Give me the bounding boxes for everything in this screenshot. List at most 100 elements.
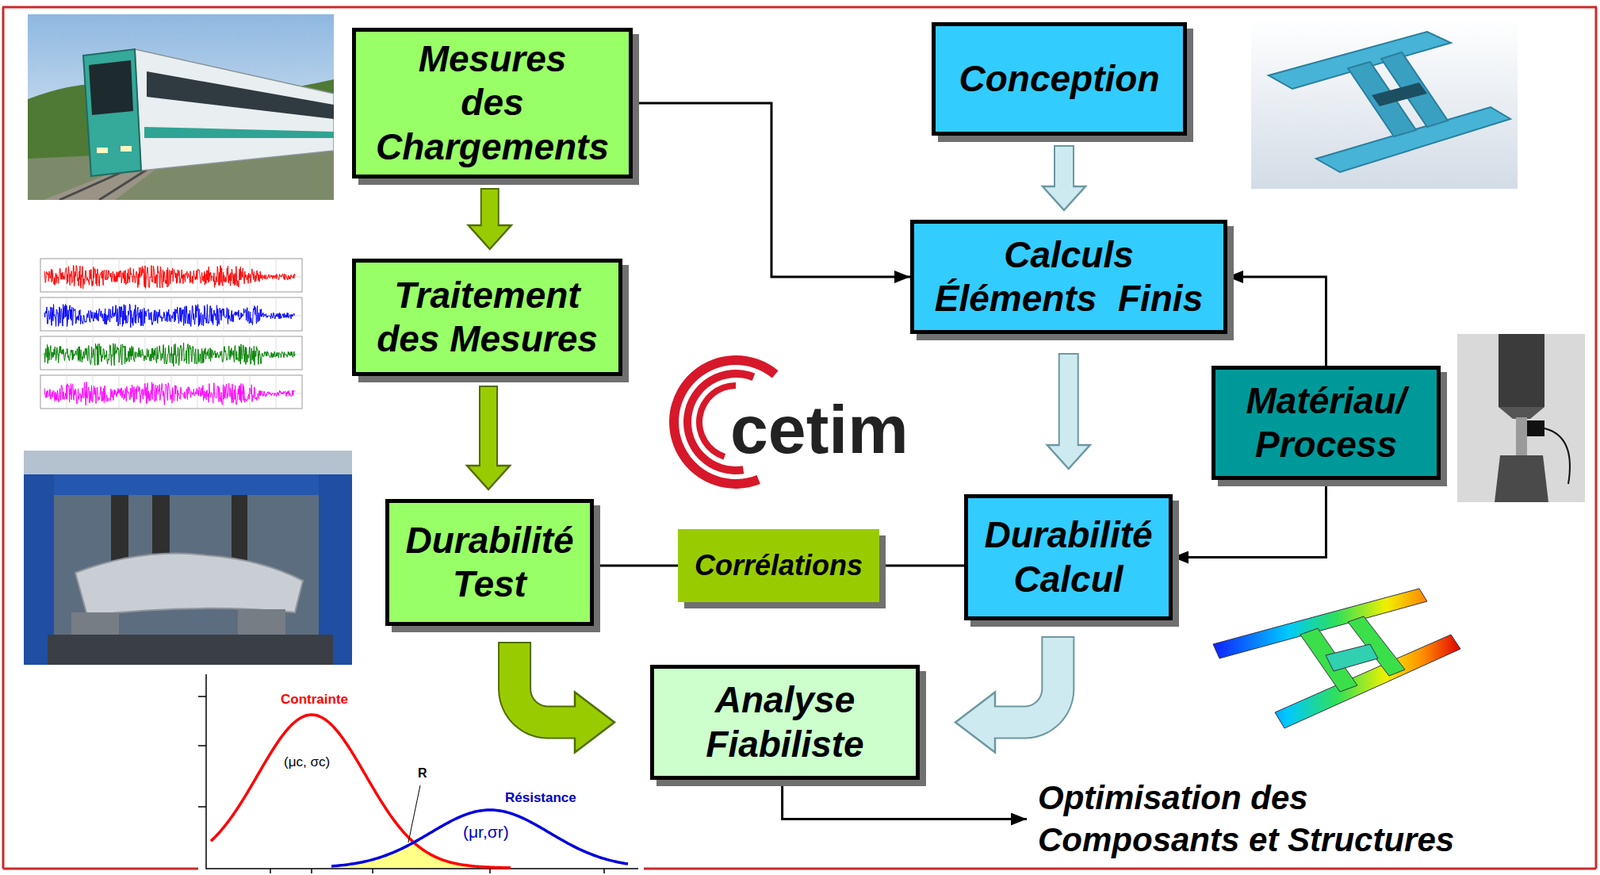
cable — [1544, 428, 1570, 484]
plot-frame — [40, 297, 303, 331]
chart-axes — [206, 673, 639, 869]
stress-curve — [210, 714, 511, 868]
leader-line — [408, 784, 421, 843]
actuator — [152, 494, 170, 562]
connector — [593, 565, 678, 567]
block-arrow-head — [1047, 444, 1091, 469]
fe-model — [1213, 588, 1461, 728]
connector — [1042, 145, 1086, 211]
connector-line — [879, 564, 965, 567]
connector — [632, 103, 911, 277]
lower-grip — [1494, 455, 1549, 502]
frame-line — [2, 7, 1597, 869]
plot-grid — [40, 297, 303, 331]
connector — [1172, 479, 1327, 558]
photo-ground — [1457, 333, 1585, 502]
train-front — [83, 49, 142, 177]
connector-line — [1227, 276, 1327, 366]
train-photo — [27, 14, 334, 200]
actuator — [111, 494, 129, 562]
fe-plate — [1325, 643, 1378, 671]
process-box: Durabilité Calcul — [964, 493, 1173, 621]
connector-line — [593, 564, 678, 567]
connector — [955, 635, 1058, 753]
box-text: Corrélations — [685, 547, 872, 582]
box-text: Durabilité Calcul — [979, 512, 1158, 601]
tensile-photo — [1457, 333, 1585, 502]
signal-trace — [44, 381, 295, 405]
fe-cross — [1347, 616, 1405, 676]
connector — [468, 187, 512, 249]
connector — [466, 385, 510, 490]
connector — [1047, 352, 1091, 469]
stress-strength-chart — [198, 673, 639, 873]
windows — [23, 450, 353, 494]
test-rig-photo — [23, 450, 353, 665]
windshield — [88, 60, 134, 115]
process-box: Traitement des Mesures — [352, 258, 623, 376]
process-box: Matériau/ Process — [1211, 365, 1441, 480]
signal-trace — [44, 342, 295, 367]
train-body — [134, 49, 334, 171]
signal-trace — [44, 264, 295, 288]
plot-frame — [40, 336, 303, 370]
box-text: Mesures des Chargements — [368, 37, 617, 169]
block-arrow-head — [466, 465, 510, 490]
headlight — [96, 147, 108, 154]
block-arrow-head — [574, 692, 615, 753]
process-box: Conception — [931, 22, 1187, 136]
plot-grid — [40, 375, 303, 409]
page-frame — [2, 7, 1597, 869]
specimen — [1515, 417, 1528, 456]
box-body: Corrélations — [685, 547, 872, 582]
process-box: Calculs Éléments Finis — [910, 219, 1228, 334]
plot-frame — [40, 258, 303, 292]
block-arrow-shaft — [1055, 146, 1073, 190]
box-body: Analyse Fiabiliste — [666, 677, 904, 766]
block-arrow-shaft — [480, 386, 497, 469]
connector — [514, 641, 615, 753]
side-beam — [1316, 107, 1511, 173]
box-text: Conception — [948, 57, 1171, 101]
box-body: Durabilité Calcul — [979, 512, 1158, 601]
box-body: Matériau/ Process — [1228, 378, 1424, 467]
parameter-label: (μc, σc) — [283, 754, 330, 770]
correlation-box: Corrélations — [677, 528, 880, 602]
upper-grip — [1498, 333, 1545, 407]
process-box: Durabilité Test — [385, 498, 594, 626]
model-ground — [1251, 18, 1518, 189]
box-text: Calculs Éléments Finis — [928, 233, 1210, 321]
casting — [75, 553, 303, 616]
point-label: R — [417, 765, 428, 781]
connector-line — [632, 103, 911, 277]
bogie-model — [1251, 18, 1518, 189]
plot-grid — [40, 336, 303, 370]
connector — [1227, 276, 1327, 366]
logo-wordmark: cetim — [730, 394, 909, 464]
signal-plots — [40, 258, 303, 409]
hall — [23, 450, 353, 665]
outcome-arrow — [782, 779, 1027, 820]
signal-trace — [44, 303, 295, 328]
fixture — [237, 608, 286, 636]
block-arrow-head — [955, 692, 996, 753]
block-arrow-shaft — [514, 643, 578, 723]
sky — [27, 14, 334, 200]
frame-beam — [23, 474, 353, 495]
strength-curve — [331, 809, 628, 866]
box-text: Durabilité Test — [400, 518, 579, 606]
box-text: Matériau/ Process — [1228, 378, 1424, 467]
outcome-label: Optimisation des Composants et Structure… — [1037, 777, 1498, 861]
headlight — [120, 145, 132, 152]
grip-taper — [1498, 406, 1545, 419]
process-box: Mesures des Chargements — [352, 27, 633, 179]
extensometer — [1527, 420, 1545, 437]
base-plate — [47, 634, 334, 665]
fixture — [71, 612, 119, 636]
fe-beam — [1274, 634, 1461, 728]
box-text: Analyse Fiabiliste — [666, 677, 904, 766]
box-body: Mesures des Chargements — [368, 37, 617, 169]
connector-line — [1172, 479, 1327, 558]
block-arrow-head — [468, 225, 512, 249]
box-body: Durabilité Test — [400, 518, 579, 606]
